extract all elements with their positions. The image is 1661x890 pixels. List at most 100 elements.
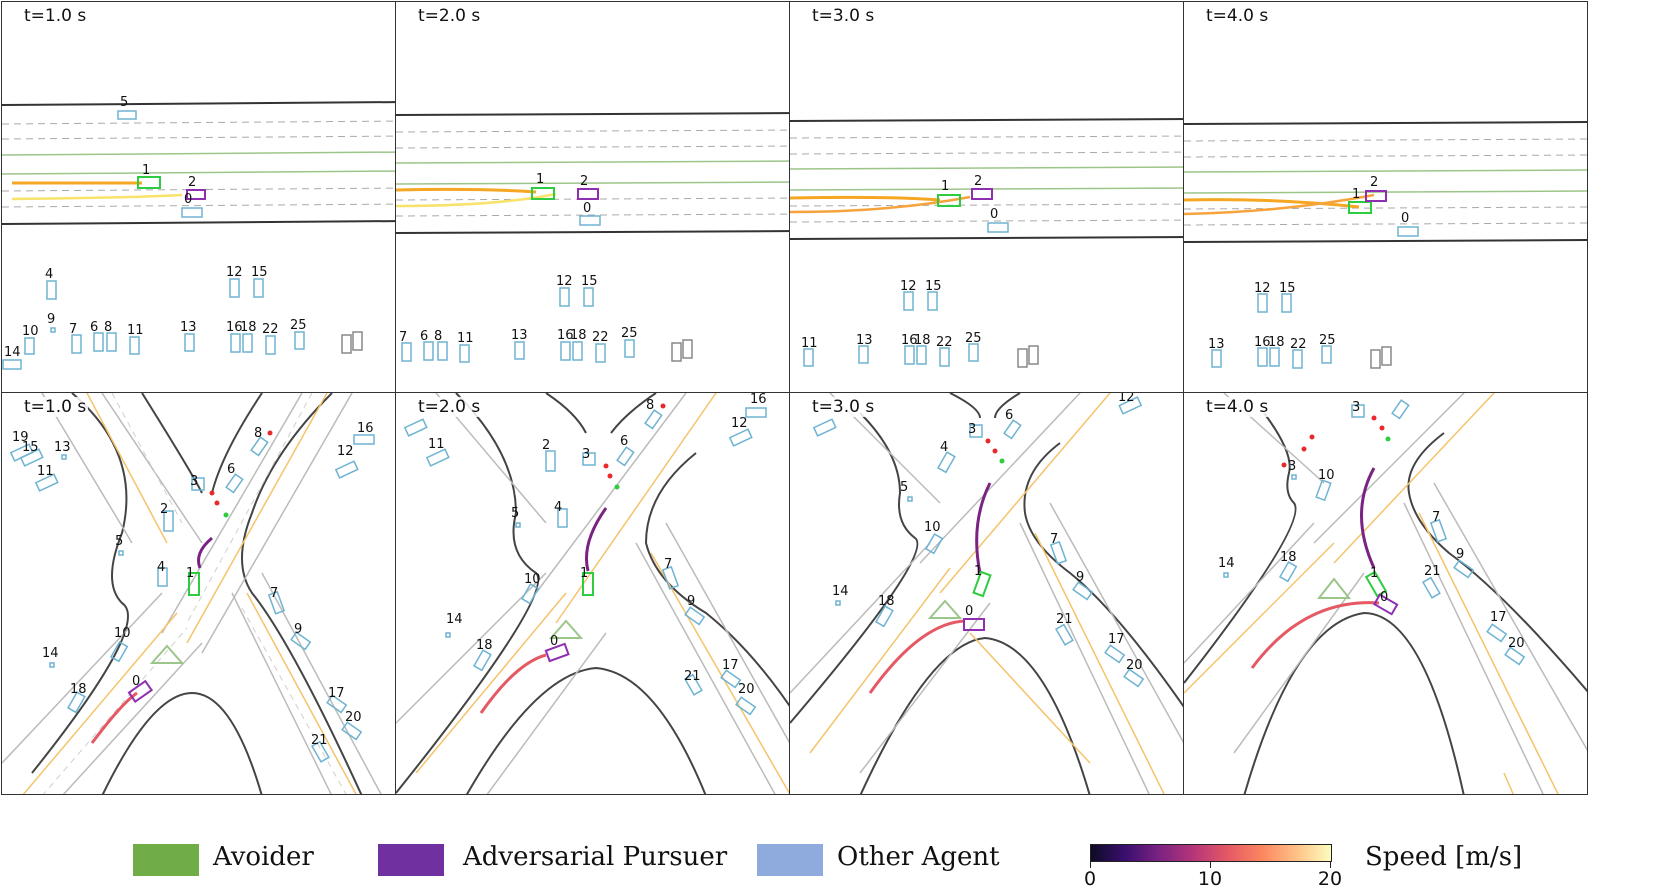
svg-text:4: 4 (554, 500, 562, 515)
svg-text:3: 3 (1288, 459, 1296, 474)
svg-text:18: 18 (1280, 550, 1297, 565)
svg-text:22: 22 (592, 330, 609, 345)
svg-text:2: 2 (160, 502, 168, 517)
svg-text:1: 1 (974, 564, 982, 579)
svg-text:12: 12 (556, 274, 573, 289)
time-label: t=2.0 s (416, 397, 483, 417)
svg-text:12: 12 (1254, 281, 1271, 296)
pursuer-label: Adversarial Pursuer (463, 842, 728, 872)
svg-text:21: 21 (684, 669, 701, 684)
svg-text:12: 12 (1118, 393, 1135, 405)
svg-text:25: 25 (290, 318, 307, 333)
svg-text:8: 8 (434, 329, 442, 344)
svg-text:0: 0 (132, 674, 140, 689)
svg-text:0: 0 (990, 207, 998, 222)
svg-text:12: 12 (900, 279, 917, 294)
svg-text:14: 14 (1218, 556, 1235, 571)
svg-text:15: 15 (251, 265, 268, 280)
avoider-label: Avoider (213, 842, 314, 872)
svg-text:1: 1 (536, 172, 544, 187)
svg-text:9: 9 (1076, 570, 1084, 585)
svg-text:5: 5 (120, 95, 128, 110)
svg-text:9: 9 (1456, 547, 1464, 562)
svg-text:4: 4 (157, 560, 165, 575)
svg-text:15: 15 (22, 440, 39, 455)
svg-text:22: 22 (1290, 337, 1307, 352)
svg-text:17: 17 (328, 686, 345, 701)
svg-text:8: 8 (646, 398, 654, 413)
svg-text:10: 10 (924, 520, 941, 535)
time-label: t=4.0 s (1204, 6, 1271, 26)
svg-text:17: 17 (1108, 632, 1125, 647)
svg-text:15: 15 (581, 274, 598, 289)
svg-text:16: 16 (1254, 335, 1271, 350)
svg-text:1: 1 (186, 566, 194, 581)
svg-text:0: 0 (583, 201, 591, 216)
svg-text:1: 1 (1370, 566, 1378, 581)
svg-text:8: 8 (104, 320, 112, 335)
svg-text:0: 0 (550, 634, 558, 649)
svg-text:14: 14 (42, 646, 59, 661)
colorbar-tick (1090, 862, 1091, 868)
time-label: t=1.0 s (22, 397, 89, 417)
svg-text:2: 2 (580, 174, 588, 189)
svg-text:17: 17 (1490, 610, 1507, 625)
svg-text:13: 13 (54, 440, 71, 455)
svg-text:11: 11 (127, 323, 144, 338)
svg-text:10: 10 (114, 626, 131, 641)
svg-text:9: 9 (47, 312, 55, 327)
time-label: t=3.0 s (810, 397, 877, 417)
svg-text:9: 9 (687, 594, 695, 609)
svg-text:1: 1 (941, 179, 949, 194)
svg-text:18: 18 (70, 682, 87, 697)
svg-text:16: 16 (901, 333, 918, 348)
svg-text:6: 6 (420, 329, 428, 344)
svg-text:0: 0 (1380, 590, 1388, 605)
svg-text:5: 5 (900, 480, 908, 495)
svg-text:15: 15 (1279, 281, 1296, 296)
svg-text:18: 18 (570, 328, 587, 343)
time-label: t=3.0 s (810, 6, 877, 26)
svg-text:3: 3 (1352, 400, 1360, 415)
pursuer-swatch (378, 844, 444, 876)
svg-text:12: 12 (226, 265, 243, 280)
svg-text:14: 14 (446, 612, 463, 627)
svg-text:14: 14 (832, 584, 849, 599)
colorbar-tick (1330, 862, 1331, 868)
svg-text:16: 16 (226, 320, 243, 335)
svg-text:16: 16 (557, 328, 574, 343)
svg-text:2: 2 (1370, 175, 1378, 190)
svg-text:2: 2 (974, 174, 982, 189)
svg-text:14: 14 (4, 345, 21, 360)
svg-text:13: 13 (1208, 337, 1225, 352)
svg-text:5: 5 (115, 534, 123, 549)
svg-text:11: 11 (457, 331, 474, 346)
svg-text:16: 16 (750, 393, 767, 407)
svg-text:1: 1 (580, 566, 588, 581)
svg-text:9: 9 (294, 622, 302, 637)
svg-text:25: 25 (965, 331, 982, 346)
svg-text:20: 20 (1126, 658, 1143, 673)
svg-text:13: 13 (856, 333, 873, 348)
svg-text:5: 5 (511, 506, 519, 521)
svg-text:19: 19 (12, 430, 29, 445)
svg-text:13: 13 (511, 328, 528, 343)
svg-text:0: 0 (1401, 211, 1409, 226)
svg-text:20: 20 (345, 710, 362, 725)
svg-text:17: 17 (722, 658, 739, 673)
colorbar-label: Speed [m/s] (1365, 842, 1523, 872)
svg-text:7: 7 (399, 330, 407, 345)
svg-text:21: 21 (311, 733, 328, 748)
svg-text:3: 3 (582, 447, 590, 462)
